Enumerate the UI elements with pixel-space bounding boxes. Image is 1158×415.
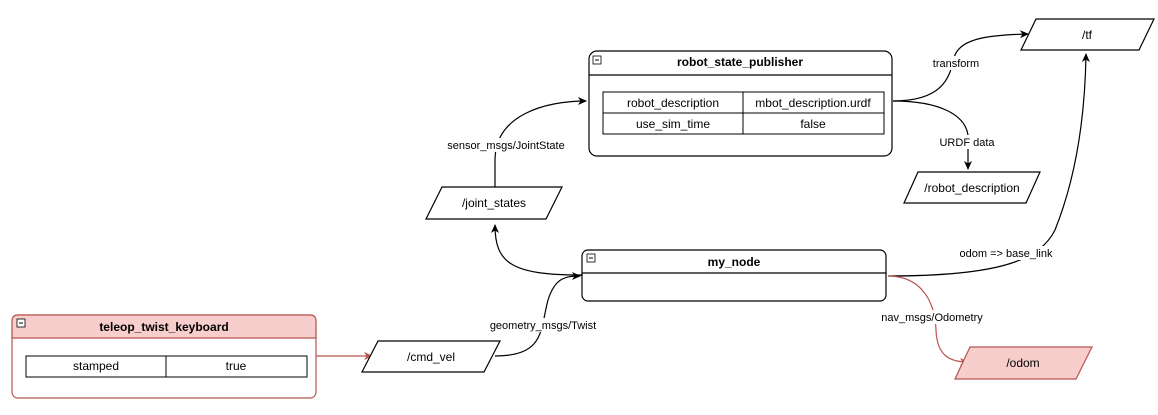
topic-robot-description[interactable]: /robot_description	[903, 171, 1041, 204]
edge-label-odometry: nav_msgs/Odometry	[881, 312, 983, 324]
topic-joint-states[interactable]: /joint_states	[425, 186, 563, 220]
topic-cmd-vel[interactable]: /cmd_vel	[361, 340, 501, 373]
param-value: true	[226, 359, 247, 373]
svg-text:/odom: /odom	[1006, 356, 1039, 370]
topic-odom[interactable]: /odom	[954, 346, 1093, 380]
edge-label-urdf-data: URDF data	[939, 137, 995, 149]
edge-label-joint-state: sensor_msgs/JointState	[447, 140, 564, 152]
collapse-icon[interactable]	[16, 318, 26, 328]
edge-mynode-jointstates	[491, 224, 589, 280]
collapse-icon[interactable]	[586, 253, 596, 263]
param-value: false	[800, 117, 826, 131]
node-title: teleop_twist_keyboard	[99, 320, 228, 334]
param-key: robot_description	[627, 96, 719, 110]
param-key: use_sim_time	[636, 117, 710, 131]
edge-transform	[892, 30, 1029, 102]
node-teleop-twist-keyboard[interactable]: teleop_twist_keyboard stamped true	[11, 314, 317, 399]
svg-text:/cmd_vel: /cmd_vel	[407, 350, 455, 364]
edge-joint-state	[494, 97, 587, 187]
edge-label-transform: transform	[933, 58, 979, 70]
param-value: mbot_description.urdf	[755, 96, 871, 110]
edge-odom-base-link	[887, 53, 1090, 277]
param-table: stamped true	[25, 355, 308, 378]
edge-twist	[494, 272, 581, 357]
node-title: robot_state_publisher	[677, 55, 803, 69]
node-title: my_node	[708, 255, 761, 269]
node-robot-state-publisher[interactable]: robot_state_publisher robot_description …	[588, 50, 893, 157]
param-key: stamped	[73, 359, 119, 373]
edge-odometry	[887, 275, 969, 366]
edge-label-odom-base-link: odom => base_link	[960, 248, 1053, 260]
svg-text:/tf: /tf	[1082, 28, 1093, 42]
svg-text:/robot_description: /robot_description	[924, 181, 1019, 195]
collapse-icon[interactable]	[592, 55, 602, 65]
svg-text:/joint_states: /joint_states	[462, 196, 526, 210]
edge-urdf-data	[892, 100, 972, 170]
param-table: robot_description mbot_description.urdf …	[602, 91, 885, 135]
topic-tf[interactable]: /tf	[1020, 18, 1155, 51]
edge-label-twist: geometry_msgs/Twist	[490, 320, 596, 332]
node-my-node[interactable]: my_node	[581, 249, 887, 302]
